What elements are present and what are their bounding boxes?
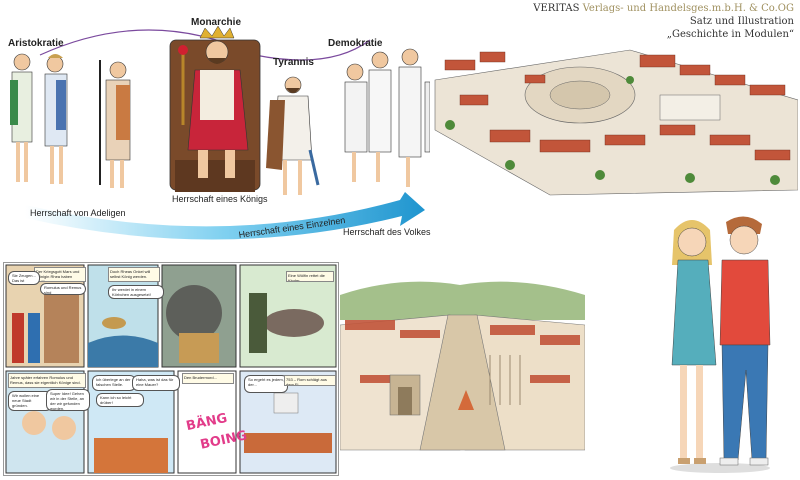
credit-company: Verlags- und Handelsges.m.b.H. & Co.OG bbox=[582, 3, 794, 14]
label-herrschaft-adel: Herrschaft von Adeligen bbox=[30, 208, 126, 218]
ancient-city-illustration bbox=[430, 40, 799, 200]
label-aristokratie: Aristokratie bbox=[8, 38, 64, 49]
label-tyrannis: Tyrannis bbox=[273, 57, 314, 68]
girl-figure bbox=[671, 220, 717, 464]
comic-bubble-8a: So ergeht es jedem, der... bbox=[244, 375, 288, 393]
label-herrschaft-koenig: Herrschaft eines Königs bbox=[172, 194, 268, 204]
government-forms-svg bbox=[10, 25, 451, 240]
ancient-city-svg bbox=[434, 49, 799, 196]
red-roofs bbox=[444, 51, 791, 161]
comic-bubble-6b: Haha, was ist das für eine Mauer? bbox=[132, 375, 180, 391]
pillar-cone bbox=[458, 390, 474, 410]
comic-bubble-2: Ihr werdet in einem Körbchen ausgesetzt! bbox=[108, 285, 164, 299]
comic-bubble-5b: Super Idee! Gehen wir in der Stelle, an … bbox=[46, 389, 90, 411]
blue-arrow bbox=[25, 192, 425, 240]
comic-bubble-6a: Ich überlege an der falschen Stelle. bbox=[92, 375, 136, 391]
credit-line-3: „Geschichte in Modulen“ bbox=[666, 29, 794, 40]
boy-figure bbox=[719, 216, 771, 466]
comic-caption-5: Jahre später erfahren Romulus und Remus,… bbox=[8, 373, 86, 388]
comic-caption-2: Doch Rheas Onkel will selbst König werde… bbox=[108, 267, 160, 282]
label-herrschaft-volk: Herrschaft des Volkes bbox=[343, 227, 431, 237]
credit-line-1: VERITAS Verlags- und Handelsges.m.b.H. &… bbox=[533, 2, 794, 15]
aristocrat-figures bbox=[10, 53, 131, 188]
trees bbox=[445, 76, 780, 185]
king-on-throne bbox=[169, 25, 261, 192]
two-kids-illustration bbox=[660, 210, 780, 475]
comic-bubble-1a: Sie Zeugen... Das ist nicht... bbox=[8, 271, 40, 285]
comic-panels-svg bbox=[5, 264, 337, 474]
comic-bubble-1b: Romulus und Remus sind bbox=[40, 283, 86, 295]
colonnade bbox=[489, 355, 521, 405]
label-monarchie: Monarchie bbox=[191, 17, 242, 28]
government-forms-illustration: Aristokratie Monarchie Tyrannis Demokrat… bbox=[0, 0, 451, 240]
comic-caption-1: Der Kriegsgott Mars und Königin Rhea hab… bbox=[34, 267, 86, 282]
street-roofs bbox=[345, 320, 580, 383]
comic-caption-8: 753 – Rom schlägt aus dem Ei. bbox=[284, 375, 336, 386]
comic-caption-7: Den Brudermord... bbox=[182, 373, 234, 384]
comic-bubble-6c: Kann ich so leicht drüber! bbox=[96, 393, 144, 407]
tyrant-figure bbox=[266, 76, 320, 195]
democracy-group bbox=[344, 48, 451, 187]
city-street-illustration bbox=[339, 275, 586, 455]
credit-brand: VERITAS bbox=[533, 3, 580, 14]
comic-page: Der Kriegsgott Mars und Königin Rhea hab… bbox=[3, 262, 339, 476]
two-kids-svg bbox=[670, 216, 771, 473]
comic-caption-4: Eine Wölfin rettet die Kinder. bbox=[286, 271, 334, 282]
label-demokratie: Demokratie bbox=[328, 38, 383, 49]
publisher-credit: VERITAS Verlags- und Handelsges.m.b.H. &… bbox=[533, 2, 794, 41]
city-street-svg bbox=[339, 281, 586, 451]
credit-line-2: Satz und Illustration bbox=[689, 16, 794, 27]
